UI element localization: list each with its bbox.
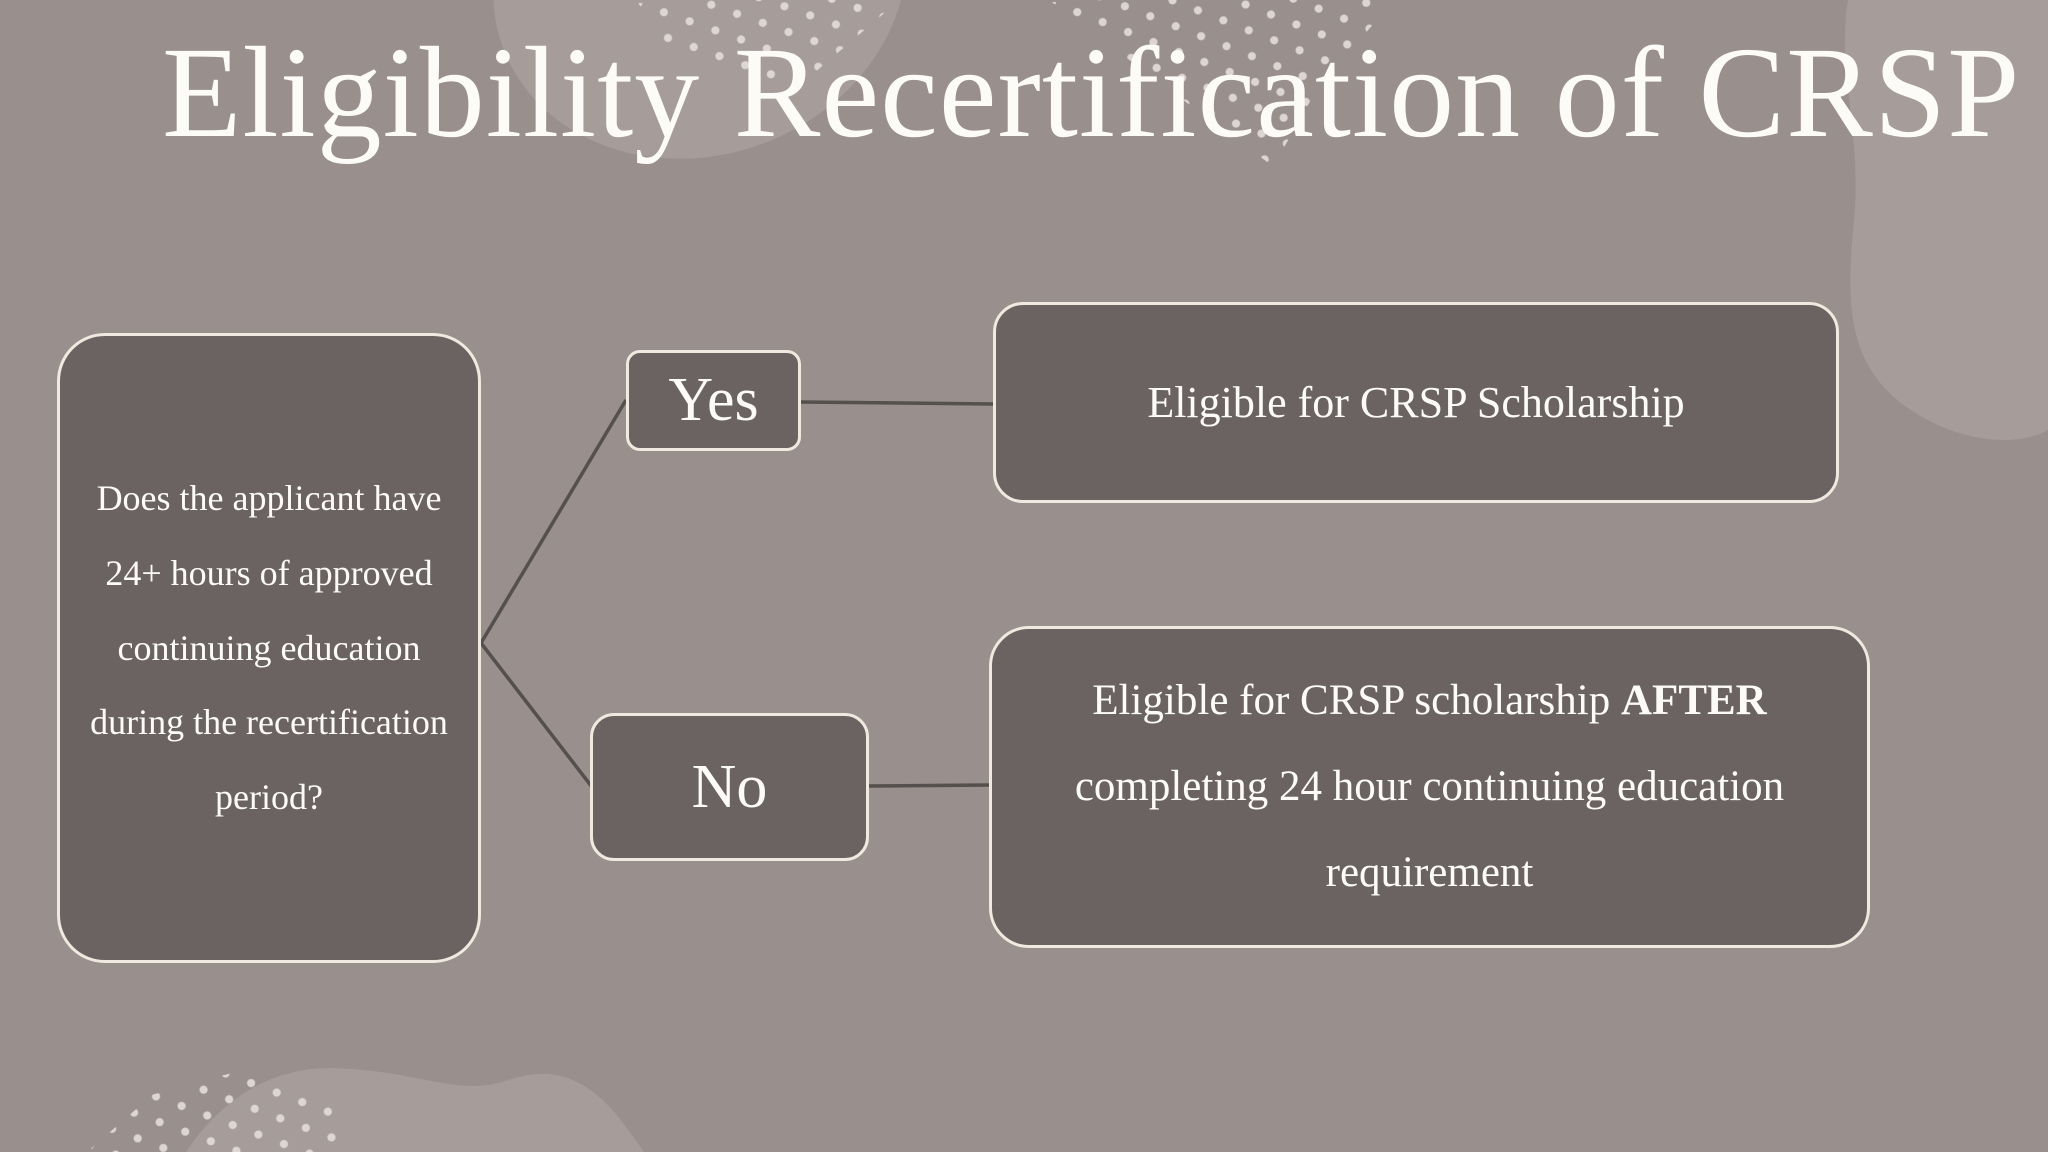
branch-label-no: No [590,713,869,861]
branch-label-yes: Yes [626,350,801,451]
connector-question-to-no [479,641,594,789]
question-text: Does the applicant have 24+ hours of app… [90,477,448,818]
outcome-box-yes: Eligible for CRSP Scholarship [993,302,1839,503]
no-label-text: No [691,752,768,821]
outcome-box-no: Eligible for CRSP scholarship AFTER comp… [989,626,1870,948]
connector-yes-to-outcome [800,400,994,406]
question-box: Does the applicant have 24+ hours of app… [57,333,481,963]
outcome-no-text-before: Eligible for CRSP scholarship [1092,677,1621,724]
outcome-no-text-emphasis: AFTER [1621,677,1767,724]
outcome-yes-text: Eligible for CRSP Scholarship [1147,378,1685,427]
outcome-no-text-after: completing 24 hour continuing education … [1074,763,1785,896]
connector-question-to-yes [479,399,628,644]
outcome-no-text: Eligible for CRSP scholarship AFTER comp… [1036,658,1823,916]
top-right-corner-blob [1844,0,2048,440]
page-title: Eligibility Recertification of CRSP [162,21,2021,165]
connector-no-to-outcome [868,783,990,788]
yes-label-text: Yes [668,366,759,434]
